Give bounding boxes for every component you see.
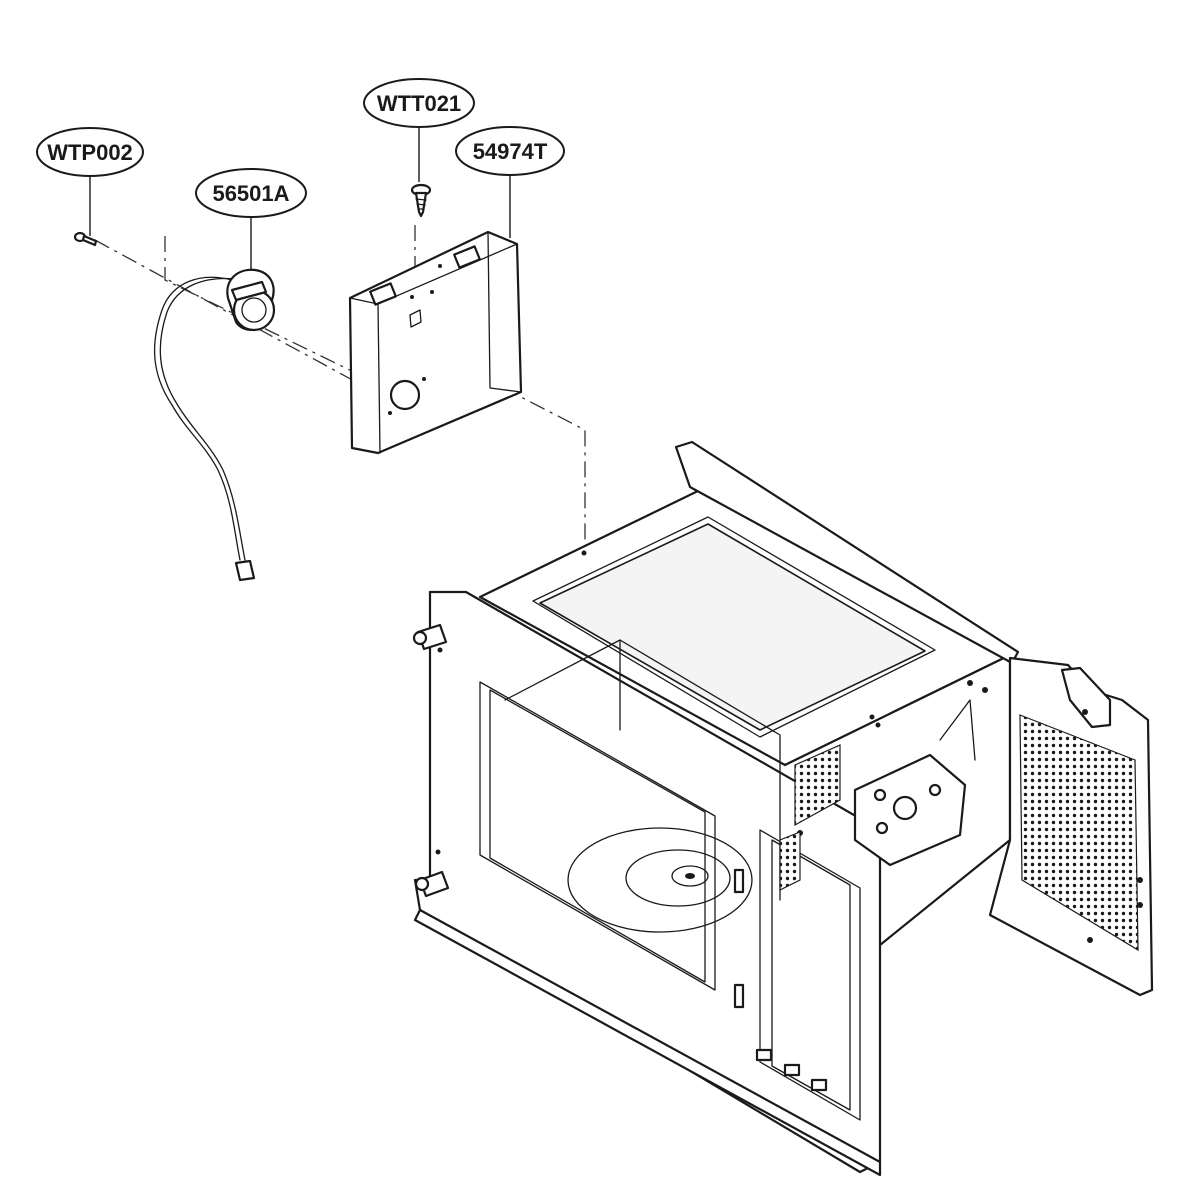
- callout-label-56501a: 56501A: [212, 181, 289, 206]
- screw-wtt021: [410, 183, 432, 218]
- callout-56501a: 56501A: [195, 168, 307, 282]
- callout-label-54974t: 54974T: [473, 139, 548, 164]
- callout-label-wtt021: WTT021: [377, 91, 461, 116]
- callout-wtp002: WTP002: [36, 127, 144, 236]
- callout-54974t: 54974T: [455, 126, 565, 238]
- motor-56501a: [154, 268, 276, 582]
- screw-wtp002: [73, 231, 98, 247]
- callout-wtt021: WTT021: [363, 78, 475, 182]
- microwave-cavity: [412, 440, 1154, 1177]
- bracket-54974t: [348, 230, 523, 455]
- callout-label-wtp002: WTP002: [47, 140, 133, 165]
